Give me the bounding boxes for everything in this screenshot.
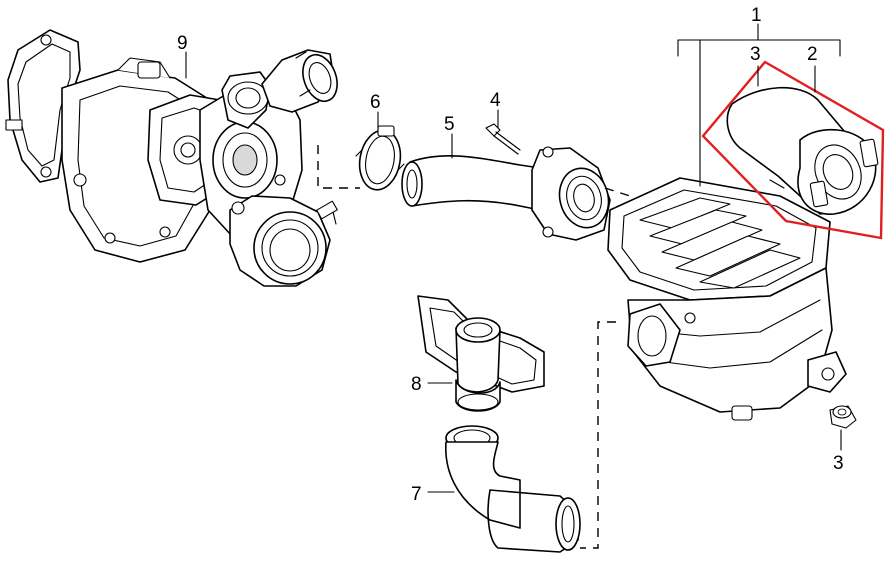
bolt bbox=[485, 123, 521, 155]
inlet-adapter bbox=[531, 146, 611, 241]
callout-1: 1 bbox=[751, 5, 762, 26]
highlight-outline bbox=[701, 60, 885, 240]
callout-3-upper: 3 bbox=[750, 44, 761, 65]
turbocharger bbox=[5, 29, 338, 287]
dashed-guide-turbo bbox=[317, 145, 360, 189]
dashed-guide-housing bbox=[580, 321, 616, 549]
bracket-part-1 bbox=[677, 23, 841, 187]
air-filter-housing bbox=[607, 177, 847, 421]
hose-clamp bbox=[355, 125, 405, 191]
dashed-guide-adapter bbox=[604, 187, 631, 197]
callout-8: 8 bbox=[411, 374, 422, 395]
callout-3-lower: 3 bbox=[833, 453, 844, 474]
intake-elbow-bracket bbox=[417, 295, 545, 412]
callout-4: 4 bbox=[490, 90, 501, 111]
callout-7: 7 bbox=[411, 484, 422, 505]
callout-9: 9 bbox=[177, 33, 188, 54]
corrugated-elbow-hose bbox=[445, 425, 581, 553]
filter-element bbox=[726, 86, 879, 215]
callout-6: 6 bbox=[370, 92, 381, 113]
callout-5: 5 bbox=[444, 114, 455, 135]
intake-hose bbox=[401, 155, 541, 211]
grommet bbox=[829, 405, 857, 429]
callout-2: 2 bbox=[807, 44, 818, 65]
